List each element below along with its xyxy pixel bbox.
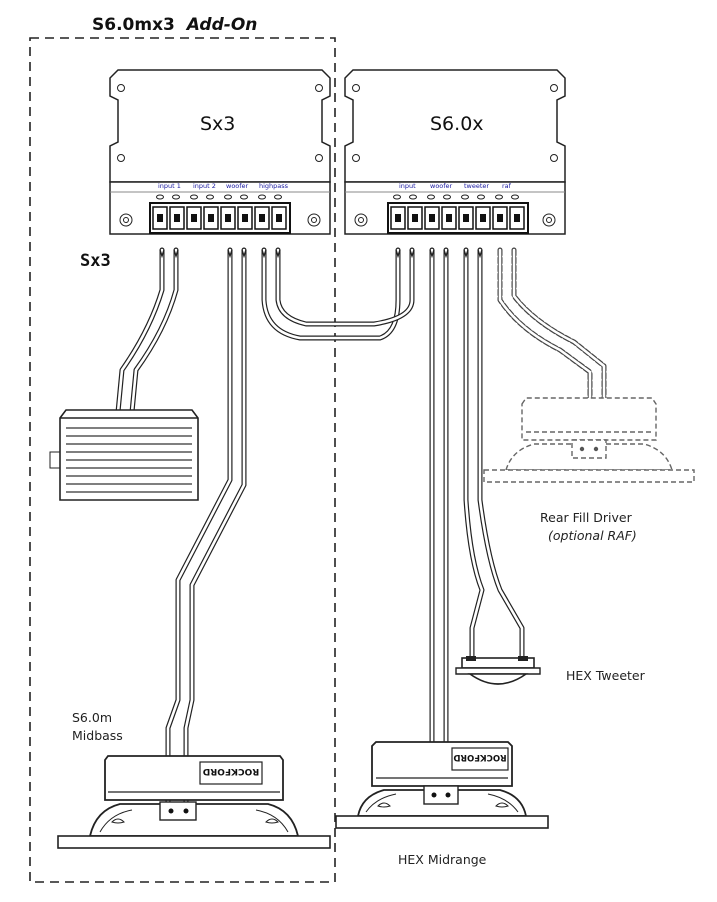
midbass-speaker: ROCKFORD bbox=[57, 755, 331, 849]
addon-title-main: S6.0mx3 bbox=[92, 15, 175, 35]
wire-s60x-woofer-to-midrange bbox=[429, 247, 449, 803]
midrange-brand: ROCKFORD bbox=[453, 752, 506, 762]
amplifier bbox=[49, 409, 199, 501]
addon-title-italic: Add-On bbox=[185, 15, 258, 35]
midbass-brand: ROCKFORD bbox=[203, 766, 259, 776]
midrange-speaker: ROCKFORD bbox=[335, 741, 549, 829]
s60x-term-raf: raf bbox=[502, 182, 512, 190]
hex-tweeter bbox=[455, 656, 541, 685]
sx3-side-label: Sx3 bbox=[80, 251, 111, 271]
sx3-crossover: Sx3 input 1 input 2 woofer highpass bbox=[109, 69, 331, 235]
tweeter-label: HEX Tweeter bbox=[566, 668, 646, 683]
s60x-crossover: S6.0x input woofer tweeter raf bbox=[344, 69, 566, 235]
wire-amp-to-sx3-input1 bbox=[115, 247, 179, 415]
midbass-label-line2: Midbass bbox=[72, 728, 123, 743]
midbass-label-line1: S6.0m bbox=[72, 710, 112, 725]
s60x-term-woofer: woofer bbox=[430, 182, 453, 190]
addon-boundary bbox=[29, 37, 336, 883]
s60x-term-tweeter: tweeter bbox=[464, 182, 489, 190]
sx3-term-input2: input 2 bbox=[193, 182, 216, 190]
wire-s60x-raf-to-rear-fill bbox=[497, 247, 607, 447]
wire-sx3-woofer-to-midbass bbox=[165, 247, 247, 811]
rear-fill-driver bbox=[483, 397, 695, 483]
sx3-term-input1: input 1 bbox=[158, 182, 181, 190]
s60x-term-input: input bbox=[399, 182, 416, 190]
rear-fill-label: Rear Fill Driver bbox=[540, 510, 633, 525]
wire-s60x-tweeter-to-tweeter bbox=[463, 247, 525, 661]
wire-sx3-highpass-to-s60x-input bbox=[261, 247, 415, 341]
addon-title: S6.0mx3 Add-On bbox=[92, 15, 257, 35]
sx3-term-highpass: highpass bbox=[259, 182, 289, 190]
sx3-term-woofer: woofer bbox=[226, 182, 249, 190]
s60x-crossover-label: S6.0x bbox=[430, 113, 484, 135]
midrange-label: HEX Midrange bbox=[398, 852, 487, 867]
sx3-crossover-label: Sx3 bbox=[200, 113, 235, 135]
rear-fill-optional-label: (optional RAF) bbox=[548, 528, 637, 543]
